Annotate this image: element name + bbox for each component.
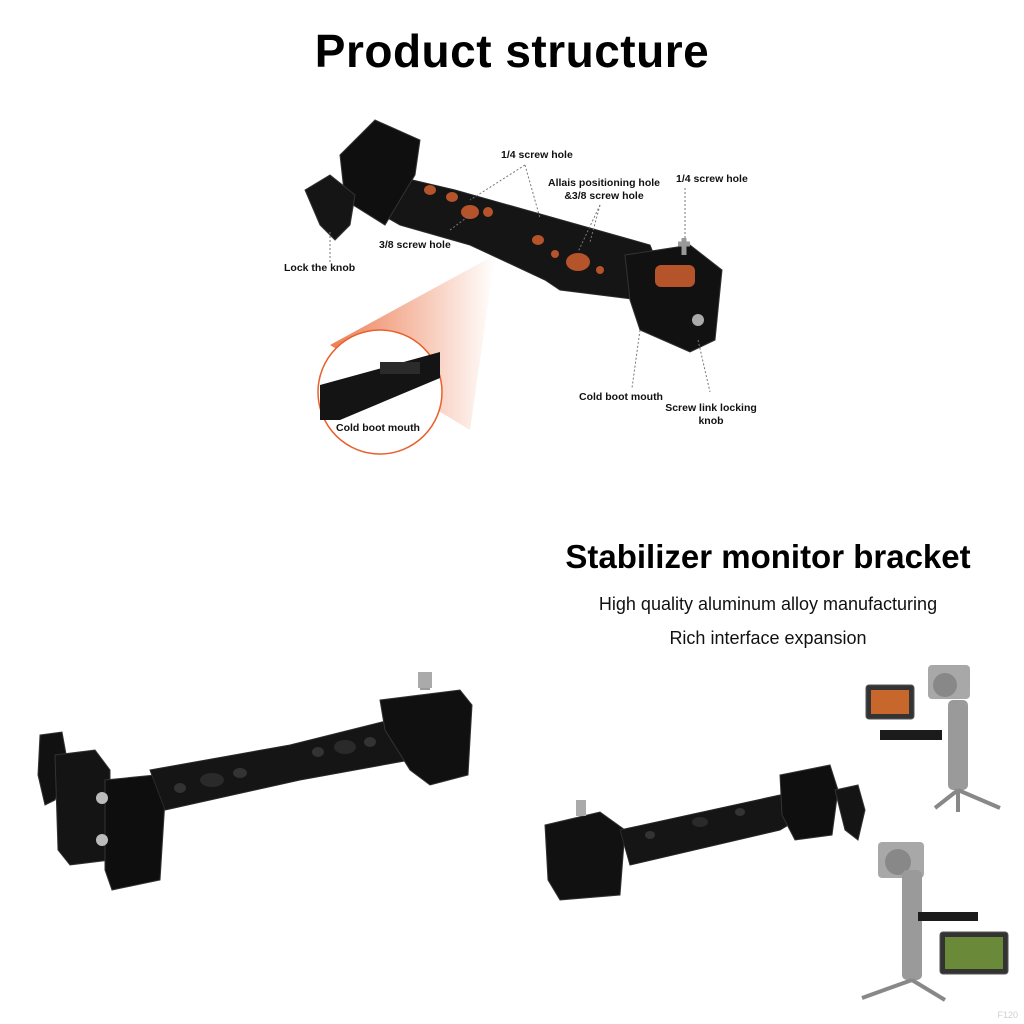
section-heading: Stabilizer monitor bracket bbox=[565, 538, 971, 575]
callout-cold-boot-zoom: Cold boot mouth bbox=[336, 422, 420, 434]
callout-screw-link-line1: Screw link locking bbox=[665, 402, 757, 414]
callout-cold-boot-right: Cold boot mouth bbox=[579, 391, 663, 403]
callout-lock-knob: Lock the knob bbox=[284, 262, 356, 274]
callout-arca-hole-line2: &3/8 screw hole bbox=[564, 190, 644, 202]
callout-screw-link-line2: knob bbox=[698, 415, 724, 427]
callout-screw-1-4-right: 1/4 screw hole bbox=[676, 173, 748, 185]
subtitle-interface: Rich interface expansion bbox=[669, 628, 867, 648]
callout-arca-hole-line1: Allais positioning hole bbox=[547, 177, 660, 189]
subtitle-aluminum: High quality aluminum alloy manufacturin… bbox=[598, 594, 938, 614]
lock-knob-shape bbox=[304, 174, 356, 241]
page-title: Product structure bbox=[314, 25, 710, 77]
callout-screw-1-4-top: 1/4 screw hole bbox=[501, 149, 573, 161]
callout-screw-3-8: 3/8 screw hole bbox=[379, 239, 451, 251]
watermark: F120 bbox=[997, 1010, 1018, 1020]
